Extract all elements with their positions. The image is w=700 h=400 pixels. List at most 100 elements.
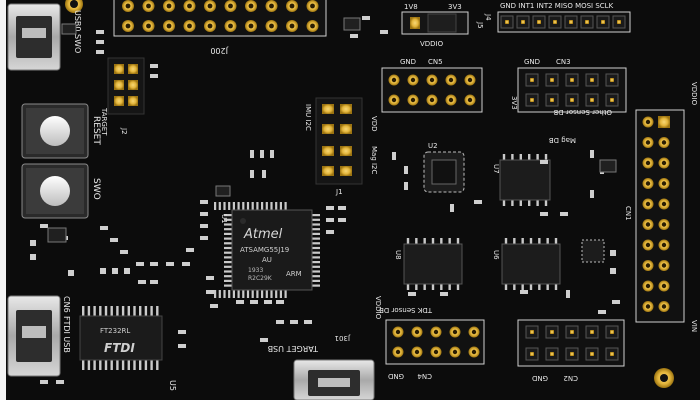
target-label: TARGET bbox=[100, 107, 108, 136]
cn4-gnd-label: GND bbox=[388, 372, 404, 380]
smd-part bbox=[124, 268, 130, 274]
smd-part bbox=[112, 268, 118, 274]
smd-part bbox=[304, 320, 312, 324]
smd-part bbox=[590, 150, 594, 158]
smd-ic bbox=[599, 159, 617, 173]
smd-part bbox=[100, 226, 108, 230]
smd-part bbox=[290, 320, 298, 324]
smd-part bbox=[262, 170, 266, 178]
smd-part bbox=[264, 300, 272, 304]
smd-part bbox=[326, 218, 334, 222]
swo-label: SWO bbox=[91, 178, 101, 200]
jumper-j5 bbox=[401, 11, 469, 35]
reset-button[interactable] bbox=[21, 103, 89, 159]
smd-part bbox=[150, 64, 158, 68]
tdk-label: TDK Sensor DB bbox=[379, 306, 433, 314]
smd-part bbox=[392, 152, 396, 160]
usb-connector-target bbox=[293, 359, 375, 400]
mcu-arm: ARM bbox=[286, 270, 302, 278]
cn2-label: CN2 bbox=[563, 374, 578, 382]
3v3-top-label: 3V3 bbox=[448, 3, 462, 11]
j5-label: J5 bbox=[476, 21, 484, 29]
smd-components bbox=[30, 16, 620, 384]
smd-part bbox=[260, 150, 264, 158]
chip-small bbox=[581, 239, 605, 263]
smd-part bbox=[100, 268, 106, 274]
smd-part bbox=[166, 262, 174, 266]
mag-i2c-label: Mag I2C bbox=[370, 146, 378, 175]
smd-part bbox=[590, 190, 594, 198]
smd-part bbox=[150, 262, 158, 266]
smd-part bbox=[178, 330, 186, 334]
smd-part bbox=[110, 238, 118, 242]
u6-label: U6 bbox=[492, 250, 500, 260]
jumper-j1 bbox=[315, 97, 363, 185]
chip-u6 bbox=[501, 238, 561, 290]
u7-label: U7 bbox=[492, 164, 500, 174]
jumper-j2 bbox=[107, 57, 145, 115]
cn6-label: CN6 bbox=[62, 296, 71, 313]
mcu-suffix: AU bbox=[262, 256, 272, 264]
smd-part bbox=[612, 300, 620, 304]
smd-part bbox=[138, 280, 146, 284]
mcu-chip: Atmel ATSAMG55J19 AU 1933 R2C29K ARM bbox=[214, 202, 320, 298]
smd-part bbox=[250, 300, 258, 304]
usb-connector-ftdi bbox=[7, 295, 61, 377]
cn5-gnd-label: GND bbox=[400, 58, 416, 66]
mag-db-label: Mag DB bbox=[549, 136, 576, 144]
mcu-lot1: 1933 bbox=[248, 267, 263, 274]
smd-part bbox=[40, 224, 48, 228]
smd-part bbox=[598, 310, 606, 314]
smd-part bbox=[186, 248, 194, 252]
smd-part bbox=[474, 200, 482, 204]
cn3-gnd-label: GND bbox=[524, 58, 540, 66]
smd-ic bbox=[215, 185, 231, 197]
target-usb-label: TARGET USB bbox=[268, 344, 319, 353]
smd-part bbox=[40, 380, 48, 384]
reset-label: RESET bbox=[91, 116, 101, 145]
swo-button[interactable] bbox=[21, 163, 89, 219]
smd-part bbox=[540, 212, 548, 216]
cn5-label: CN5 bbox=[428, 58, 443, 66]
ftdi-brand: FTDI bbox=[104, 341, 135, 355]
smd-part bbox=[260, 338, 268, 342]
smd-part bbox=[520, 290, 528, 294]
smd-part bbox=[200, 224, 208, 228]
smd-part bbox=[68, 270, 74, 276]
smd-part bbox=[250, 170, 254, 178]
smd-part bbox=[610, 250, 616, 256]
j200-label: J200 bbox=[210, 46, 229, 55]
vdd-label: VDD bbox=[370, 116, 378, 132]
chip-u7 bbox=[499, 154, 551, 206]
mcu-part: ATSAMG55J19 bbox=[240, 246, 289, 254]
smd-part bbox=[206, 276, 214, 280]
ftdi-chip: FT232RL FTDI bbox=[79, 306, 163, 370]
smd-part bbox=[30, 240, 36, 246]
header-cn5 bbox=[381, 67, 483, 113]
smd-part bbox=[362, 16, 370, 20]
mcu-brand: Atmel bbox=[243, 227, 283, 242]
usb-top-label: USB0 SWO bbox=[73, 10, 82, 53]
smd-part bbox=[408, 292, 416, 296]
smd-part bbox=[200, 236, 208, 240]
smd-part bbox=[150, 280, 158, 284]
u8-label: U8 bbox=[394, 250, 402, 260]
cn2-gnd-label: GND bbox=[532, 374, 548, 382]
smd-part bbox=[350, 34, 358, 38]
vin-label: VIN bbox=[690, 320, 698, 332]
smd-part bbox=[178, 344, 186, 348]
smd-part bbox=[276, 300, 284, 304]
j4-label: J4 bbox=[484, 13, 492, 21]
ftdi-usb-label: FTDI USB bbox=[62, 316, 71, 353]
smd-part bbox=[250, 150, 254, 158]
j4-pin-labels: GND INT1 INT2 MISO MOSI SCLK bbox=[500, 2, 614, 10]
smd-part bbox=[560, 212, 568, 216]
smd-part bbox=[566, 290, 570, 298]
cn4-label: CN4 bbox=[417, 372, 432, 380]
header-j4 bbox=[497, 11, 631, 33]
j1-label: J1 bbox=[335, 188, 343, 196]
smd-ic bbox=[61, 23, 77, 35]
smd-part bbox=[404, 166, 408, 174]
smd-part bbox=[270, 150, 274, 158]
